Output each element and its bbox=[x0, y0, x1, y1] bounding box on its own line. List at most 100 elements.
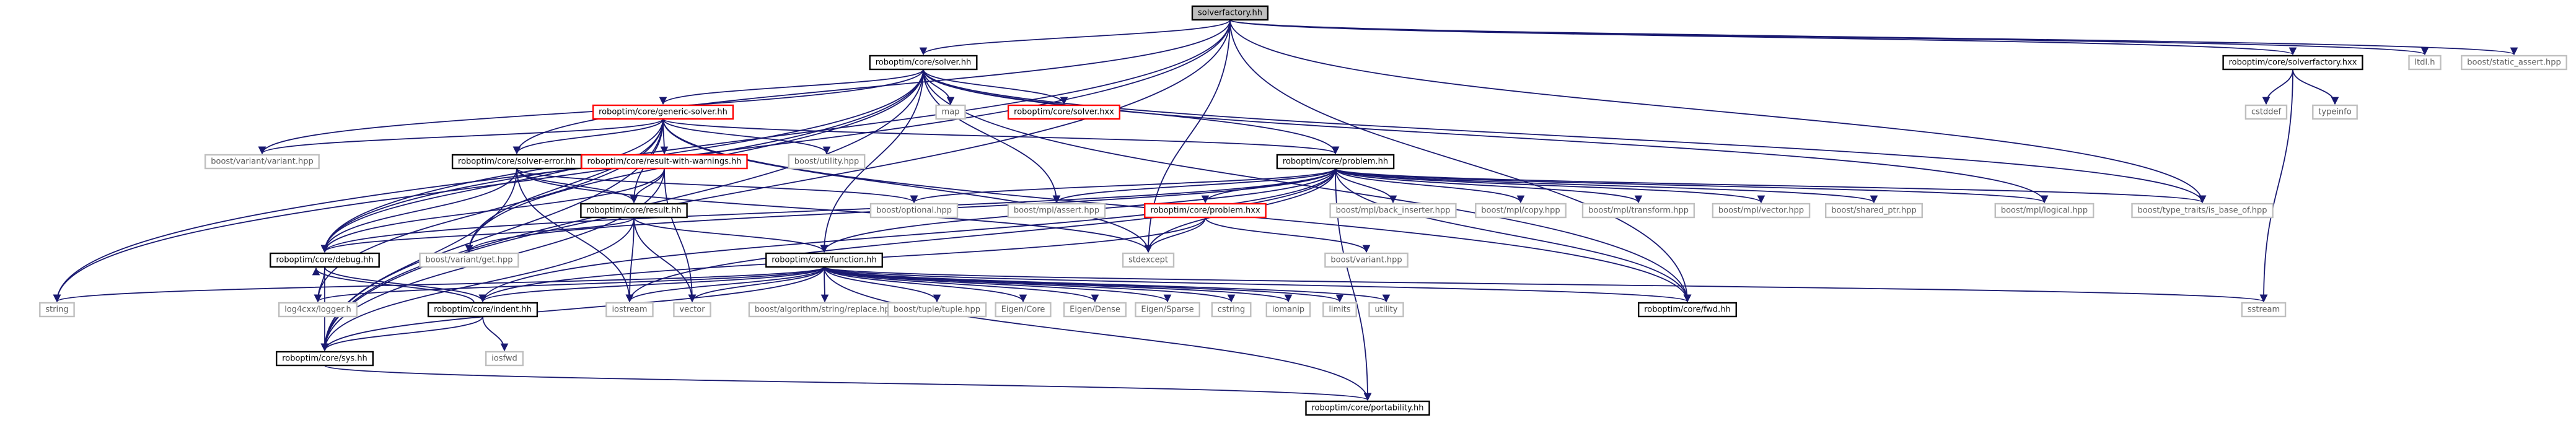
edge-problem-hh-to-mpl-logical bbox=[1335, 168, 2048, 204]
node-box bbox=[887, 302, 987, 318]
node-eigen-sparse: Eigen/Sparse bbox=[1135, 302, 1200, 318]
node-box bbox=[270, 252, 380, 268]
node-limits: limits bbox=[1322, 302, 1357, 318]
node-label: roboptim/core/result.hh bbox=[586, 206, 681, 216]
node-box bbox=[2244, 104, 2288, 120]
node-generic-solver[interactable]: roboptim/core/generic-solver.hh bbox=[592, 104, 734, 120]
edge-debug-hh-to-indent-hh bbox=[324, 266, 487, 303]
edge-function-hh-to-utility bbox=[824, 266, 1390, 303]
node-box bbox=[1265, 302, 1311, 318]
edge-generic-solver-to-utility-hpp bbox=[662, 118, 831, 155]
node-sys-hh[interactable]: roboptim/core/sys.hh bbox=[276, 351, 374, 367]
edge-solverfactory-to-solver-hh bbox=[919, 19, 1231, 56]
node-label: roboptim/core/generic-solver.hh bbox=[599, 108, 728, 117]
node-box bbox=[1144, 203, 1267, 219]
node-vector: vector bbox=[673, 302, 711, 318]
node-typeinfo: typeinfo bbox=[2312, 104, 2358, 120]
node-function-hh[interactable]: roboptim/core/function.hh bbox=[765, 252, 884, 268]
edge-solver-hh-to-function-hh bbox=[820, 69, 924, 253]
node-mpl-copy: boost/mpl/copy.hpp bbox=[1475, 203, 1567, 219]
node-box bbox=[1324, 252, 1409, 268]
node-box bbox=[995, 302, 1052, 318]
node-box bbox=[39, 302, 75, 318]
node-stdexcept: stdexcept bbox=[1122, 252, 1175, 268]
node-solverfactory-hxx[interactable]: roboptim/core/solverfactory.hxx bbox=[2222, 55, 2363, 71]
node-indent-hh[interactable]: roboptim/core/indent.hh bbox=[427, 302, 538, 318]
edge-function-hh-to-portability bbox=[824, 266, 1372, 401]
edge-solverfactory-to-debug-hh bbox=[320, 19, 1231, 253]
node-box bbox=[2312, 104, 2358, 120]
node-box bbox=[2131, 203, 2274, 219]
edge-result-hh-to-function-hh bbox=[633, 217, 829, 253]
node-solver-hh[interactable]: roboptim/core/solver.hh bbox=[869, 55, 978, 71]
node-iostream: iostream bbox=[605, 302, 654, 318]
edge-function-hh-to-logger bbox=[314, 266, 825, 303]
node-label: boost/tuple/tuple.hpp bbox=[894, 305, 980, 315]
edge-generic-solver-to-stdexcept bbox=[662, 118, 1153, 253]
node-replace-hpp: boost/algorithm/string/replace.hpp bbox=[748, 302, 902, 318]
node-result-warnings[interactable]: roboptim/core/result-with-warnings.hh bbox=[581, 154, 748, 170]
node-label: map bbox=[942, 108, 960, 117]
node-label: iostream bbox=[612, 305, 647, 315]
edge-function-hh-to-replace-hpp bbox=[820, 266, 829, 303]
node-label: typeinfo bbox=[2318, 108, 2351, 117]
node-label: boost/mpl/copy.hpp bbox=[1481, 206, 1560, 216]
node-box bbox=[2408, 55, 2442, 71]
node-label: boost/mpl/assert.hpp bbox=[1014, 206, 1099, 216]
node-box bbox=[1276, 154, 1395, 170]
node-label: boost/utility.hpp bbox=[794, 157, 859, 167]
edge-problem-hh-to-shared-ptr bbox=[1335, 168, 1878, 204]
node-box bbox=[765, 252, 884, 268]
edge-solverfactory-to-solverfactory-hxx bbox=[1229, 19, 2297, 56]
node-solver-error[interactable]: roboptim/core/solver-error.hh bbox=[451, 154, 582, 170]
node-label: boost/static_assert.hpp bbox=[2467, 58, 2561, 68]
node-solverfactory[interactable]: solverfactory.hh bbox=[1191, 5, 1269, 21]
node-box bbox=[1007, 104, 1120, 120]
node-problem-hh[interactable]: roboptim/core/problem.hh bbox=[1276, 154, 1395, 170]
node-label: stdexcept bbox=[1128, 256, 1168, 265]
edge-solverfactory-to-is-base-of bbox=[1229, 19, 2207, 204]
node-box bbox=[204, 154, 320, 170]
edge-problem-hh-to-indent-hh bbox=[478, 168, 1336, 303]
edge-solverfactory-to-solver-error bbox=[512, 19, 1231, 155]
edge-function-hh-to-cstring bbox=[824, 266, 1236, 303]
edge-solver-error-to-debug-hh bbox=[320, 168, 517, 253]
node-label: cstring bbox=[1218, 305, 1245, 315]
edge-function-hh-to-tuple-hpp bbox=[824, 266, 941, 303]
edge-function-hh-to-string bbox=[53, 266, 825, 303]
node-box bbox=[1007, 203, 1106, 219]
node-label: boost/shared_ptr.hpp bbox=[1831, 206, 1917, 216]
edge-problem-hh-to-optional bbox=[910, 168, 1336, 204]
node-portability[interactable]: roboptim/core/portability.hh bbox=[1305, 400, 1430, 416]
node-box bbox=[278, 302, 358, 318]
node-solver-hxx[interactable]: roboptim/core/solver.hxx bbox=[1007, 104, 1120, 120]
node-debug-hh[interactable]: roboptim/core/debug.hh bbox=[270, 252, 380, 268]
node-label: roboptim/core/function.hh bbox=[771, 256, 876, 265]
node-label: roboptim/core/result-with-warnings.hh bbox=[587, 157, 742, 167]
node-box bbox=[788, 154, 866, 170]
edge-result-warnings-to-vector bbox=[664, 168, 697, 303]
node-box bbox=[1122, 252, 1175, 268]
node-fwd-hh[interactable]: roboptim/core/fwd.hh bbox=[1637, 302, 1737, 318]
node-label: roboptim/core/solver.hh bbox=[876, 58, 972, 68]
edge-result-warnings-to-debug-hh bbox=[320, 168, 665, 253]
node-eigen-core: Eigen/Core bbox=[995, 302, 1052, 318]
edge-problem-hh-to-fwd-hh bbox=[1335, 168, 1692, 303]
node-label: boost/optional.hpp bbox=[876, 206, 952, 216]
node-label: roboptim/core/portability.hh bbox=[1311, 404, 1423, 413]
edge-function-hh-to-sstream bbox=[824, 266, 2267, 303]
node-ltdl: ltdl.h bbox=[2408, 55, 2442, 71]
node-box bbox=[2222, 55, 2363, 71]
node-variant-hpp: boost/variant.hpp bbox=[1324, 252, 1409, 268]
edge-solverfactory-to-ltdl bbox=[1229, 19, 2429, 56]
node-box bbox=[419, 252, 519, 268]
node-label: boost/mpl/back_inserter.hpp bbox=[1336, 206, 1451, 216]
node-label: solverfactory.hh bbox=[1198, 9, 1262, 18]
node-result-hh[interactable]: roboptim/core/result.hh bbox=[580, 203, 688, 219]
node-problem-hxx[interactable]: roboptim/core/problem.hxx bbox=[1144, 203, 1267, 219]
node-label: utility bbox=[1375, 305, 1398, 315]
node-box bbox=[1824, 203, 1923, 219]
edge-problem-hxx-to-variant-hpp bbox=[1205, 217, 1371, 253]
node-box bbox=[2461, 55, 2567, 71]
node-label: roboptim/core/indent.hh bbox=[434, 305, 532, 315]
